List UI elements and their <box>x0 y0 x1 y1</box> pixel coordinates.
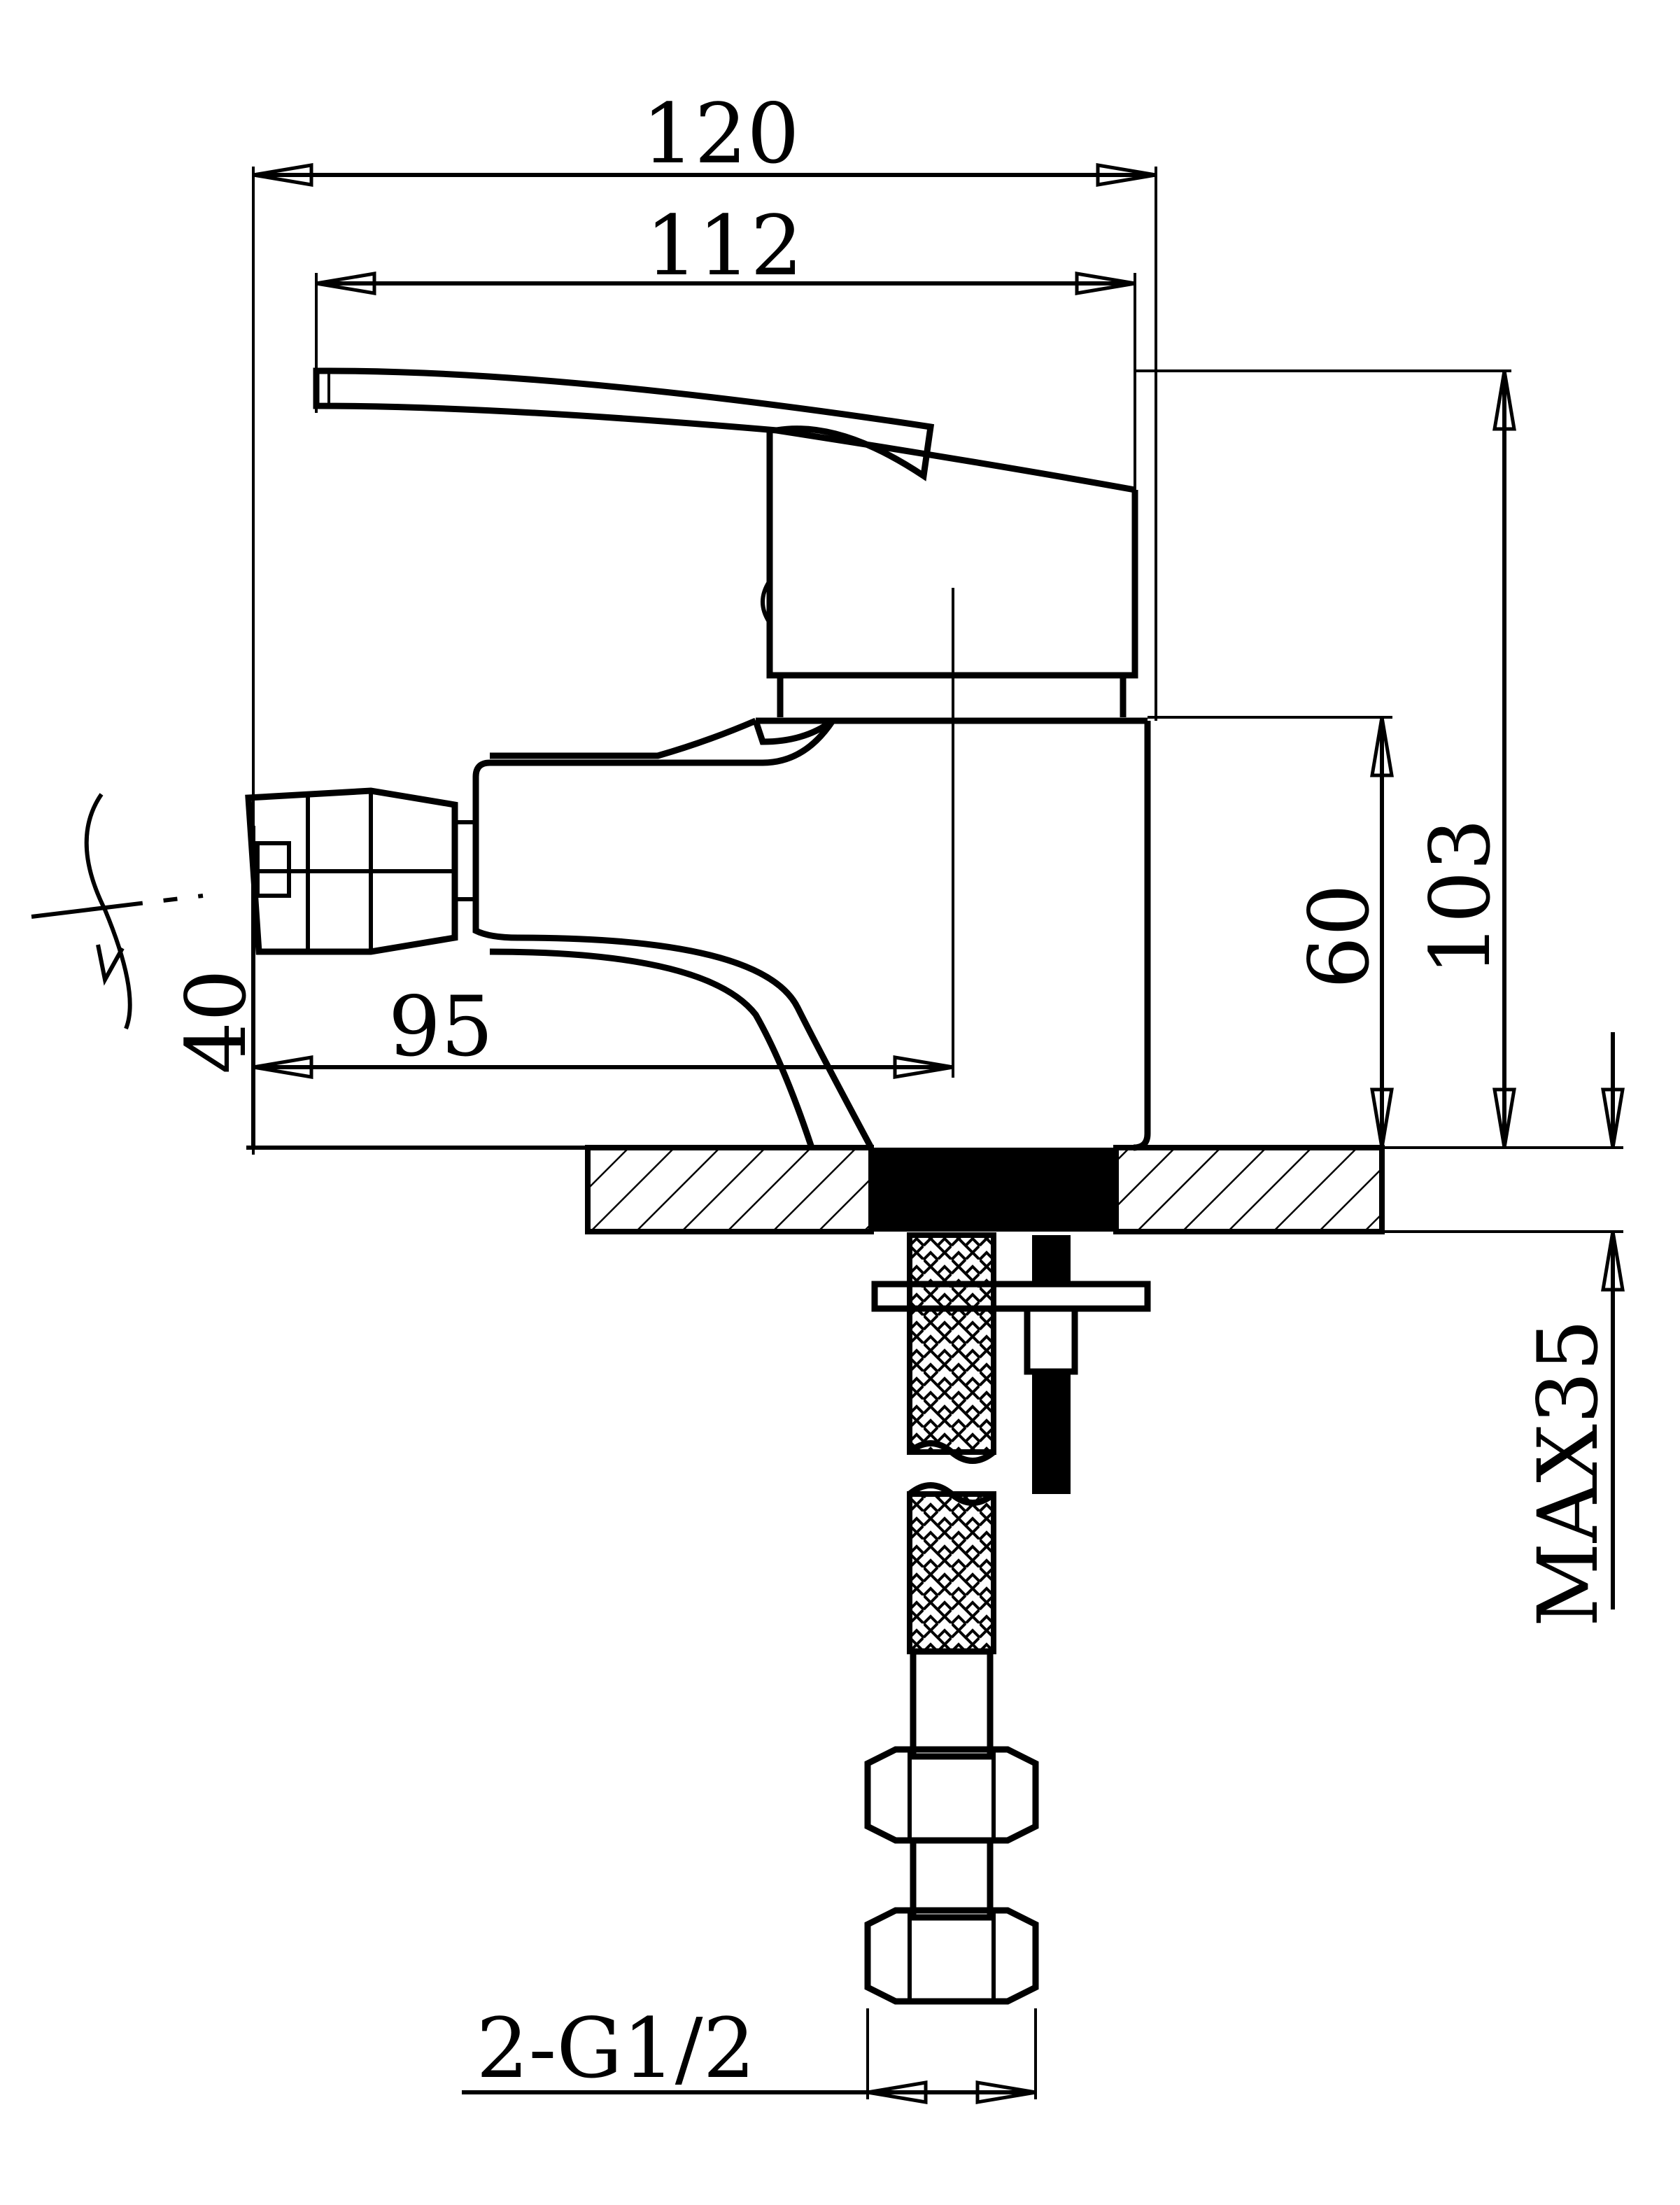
dimension-spout-reach: 95 <box>253 588 954 1079</box>
hose-nut-upper <box>864 1746 1039 1844</box>
hose-nut-lower <box>864 1907 1039 2005</box>
dimension-label-40: 40 <box>168 969 264 1074</box>
hose-break-line <box>908 1440 996 1464</box>
supply-hose <box>864 1232 1039 2005</box>
mixer-lever-handle <box>313 367 1138 679</box>
dimension-label-120: 120 <box>642 85 799 182</box>
mounting-deck <box>246 1145 1385 1234</box>
dimension-label-60: 60 <box>1291 884 1388 989</box>
hose-ferrule <box>910 1648 994 1760</box>
hose-braid-lower <box>907 1491 996 1654</box>
dimension-label-112: 112 <box>645 197 803 294</box>
mixer-body <box>472 717 1151 1151</box>
hose-neck <box>910 1837 994 1921</box>
dimension-label-95: 95 <box>388 978 493 1075</box>
cartridge-collar <box>777 675 1127 717</box>
spout-nozzle <box>31 787 478 1030</box>
hose-braid-upper <box>907 1232 996 1455</box>
deck-section-left <box>585 1145 874 1234</box>
deck-section-right <box>1113 1145 1385 1234</box>
dimension-label-connection-thread: 2-G1/2 <box>476 2000 755 2097</box>
dimension-max-deck-thickness: MAX35 <box>1382 1032 1625 1627</box>
dimension-overall-width: 120 <box>252 85 1157 1155</box>
dimension-spout-height: 40 <box>168 826 264 1148</box>
deck-mounting-hole <box>871 1148 1116 1232</box>
dimension-body-height: 60 <box>1148 716 1394 1148</box>
dimension-label-103: 103 <box>1412 818 1509 975</box>
mounting-stud <box>871 1235 1151 1494</box>
dimension-total-height: 103 <box>1134 369 1516 1148</box>
dimension-label-max35: MAX35 <box>1520 1319 1616 1627</box>
dimension-connection-thread: 2-G1/2 <box>462 2000 1037 2104</box>
dimension-handle-width: 112 <box>315 197 1136 490</box>
